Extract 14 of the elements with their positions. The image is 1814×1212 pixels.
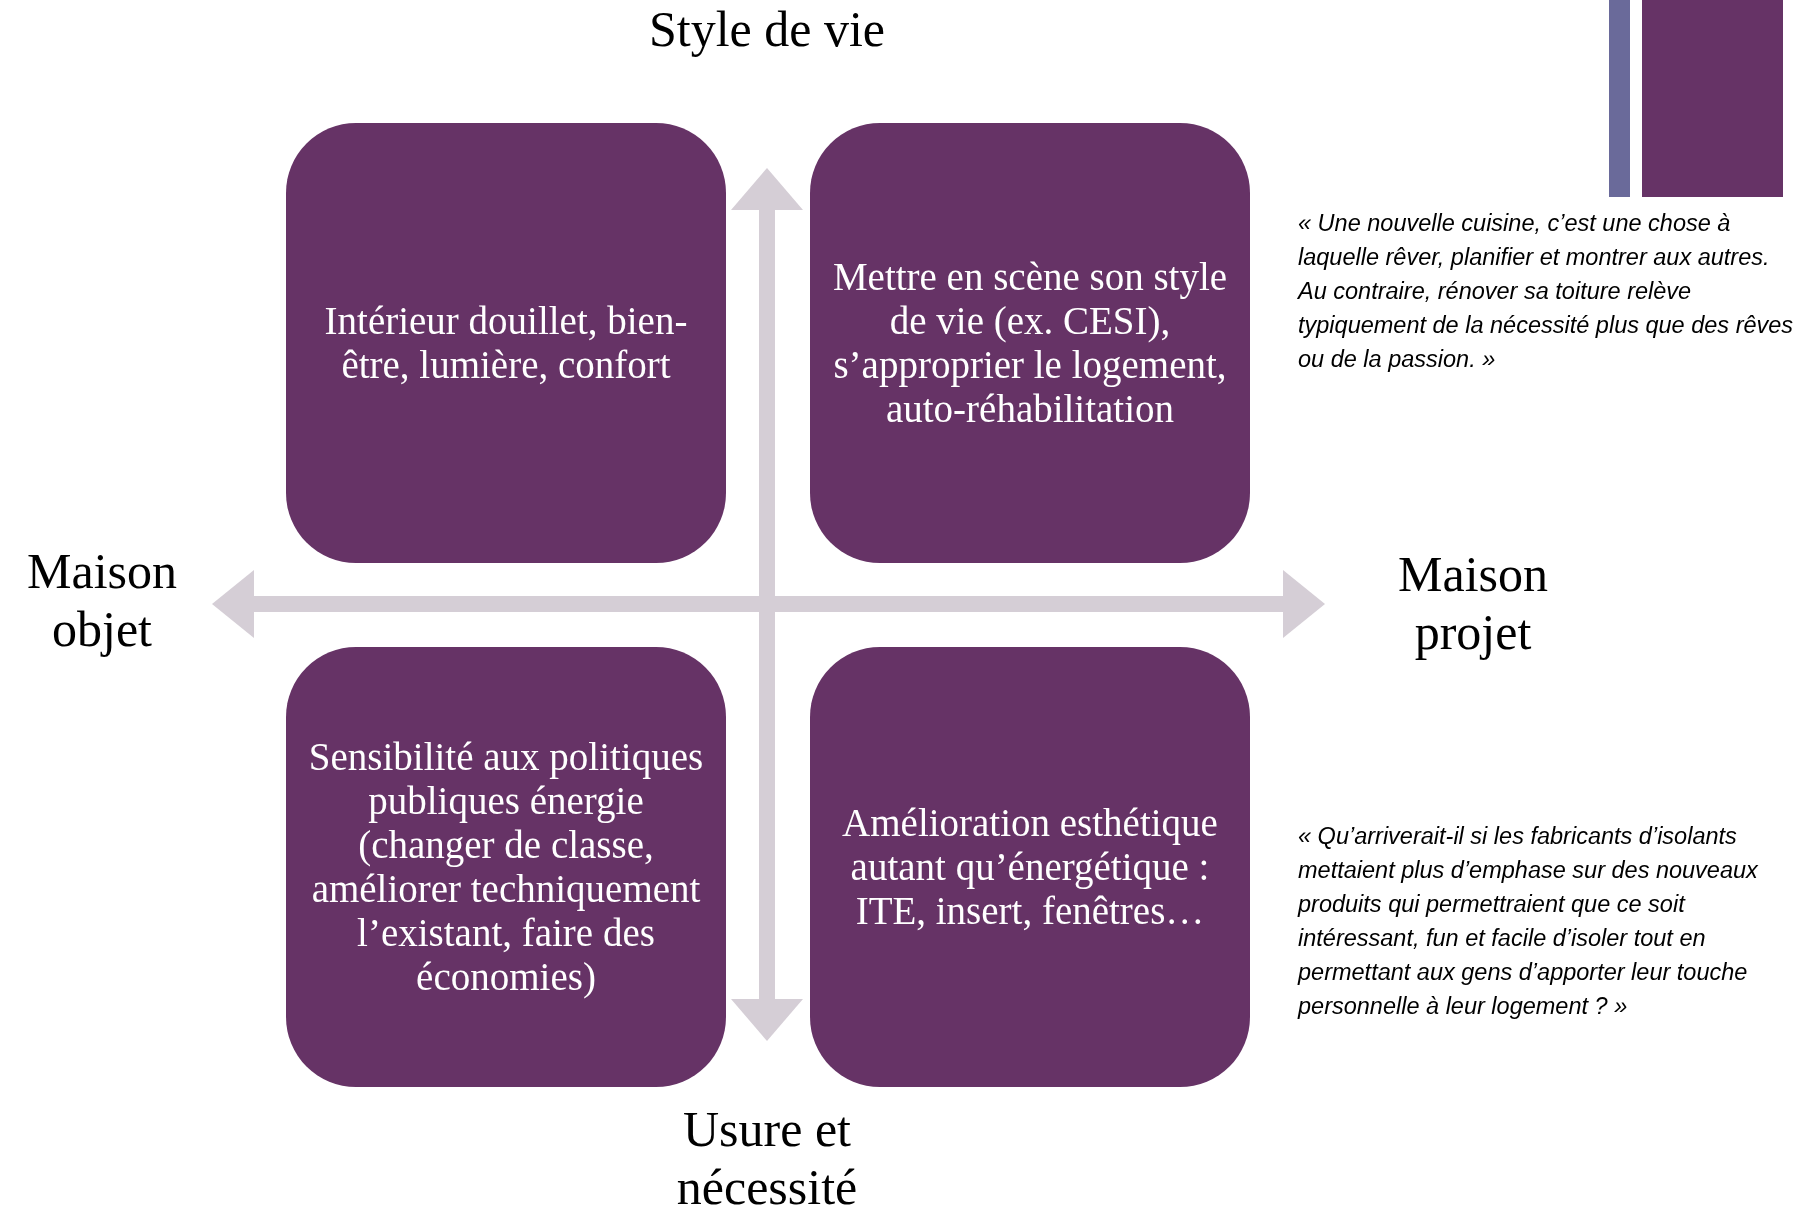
axis-label: Usure et nécessité bbox=[675, 1100, 859, 1212]
quadrant-text: Mettre en scène son style de vie (ex. CESI), s’approprier le logement, auto-réhabilitation bbox=[831, 255, 1229, 431]
quadrant-box bbox=[810, 647, 1250, 1087]
quote-text: « Qu’arriverait-il si les fabricants d’isolants mettaient plus d’emphase sur des nouveaux produits qui permettraient que ce soit intéressant, fun et facile d’isoler tout en permettant aux gens d’apporter leur touche personnelle à leur logement ? » bbox=[1298, 822, 1759, 1021]
quadrant-text: Intérieur douillet, bien-être, lumière, confort bbox=[323, 299, 689, 387]
axis-label: Style de vie bbox=[647, 0, 887, 58]
quadrant-box bbox=[810, 123, 1250, 563]
quote-text: « Une nouvelle cuisine, c’est une chose à laquelle rêver, planifier et montrer aux autres. Au contraire, rénover sa toiture relève typiquement de la nécessité plus que des rêves ou de la passion. » bbox=[1298, 209, 1795, 374]
axis-label: Maison objet bbox=[26, 542, 178, 658]
quadrant-text: Amélioration esthétique autant qu’énergétique : ITE, insert, fenêtres… bbox=[841, 801, 1219, 933]
quadrant-text: Sensibilité aux politiques publiques énergie (changer de classe, améliorer techniquement l’existant, faire des économies) bbox=[307, 735, 705, 999]
axis-label: Maison projet bbox=[1397, 545, 1549, 661]
quadrant-box bbox=[286, 123, 726, 563]
quadrant-box bbox=[286, 647, 726, 1087]
